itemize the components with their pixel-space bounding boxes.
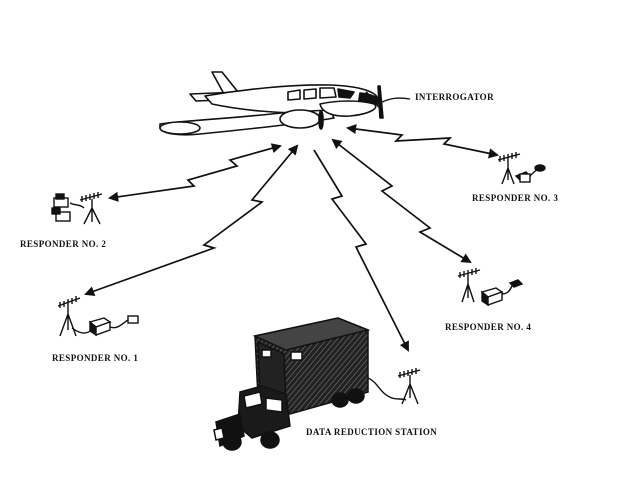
equipment-box-icon	[88, 315, 139, 337]
antenna-icon	[497, 152, 521, 185]
interrogator-leader-line	[379, 97, 411, 104]
signal-link-icon	[107, 143, 282, 202]
responder-1-station	[57, 296, 139, 337]
signal-link-icon	[84, 144, 299, 297]
antenna-icon	[79, 192, 103, 225]
interrogator-label: INTERROGATOR	[415, 92, 494, 102]
antenna-icon	[57, 296, 81, 337]
truck-icon	[213, 317, 371, 451]
signal-link-icon	[345, 123, 499, 159]
responder-2-label: RESPONDER NO. 2	[20, 239, 107, 249]
data-station-antenna	[367, 368, 421, 405]
equipment-box-icon	[51, 193, 71, 222]
responder-1-label: RESPONDER NO. 1	[52, 353, 139, 363]
antenna-icon	[397, 368, 421, 405]
antenna-icon	[457, 268, 481, 303]
equipment-box-icon	[514, 164, 546, 183]
data-reduction-station-label: DATA REDUCTION STATION	[306, 427, 438, 437]
responder-3-label: RESPONDER NO. 3	[472, 193, 559, 203]
aircraft-icon	[159, 71, 384, 136]
responder-3-station	[497, 152, 546, 185]
responder-4-station	[457, 268, 524, 307]
equipment-box-icon	[480, 279, 524, 307]
signal-links	[84, 123, 499, 352]
responder-4-label: RESPONDER NO. 4	[445, 322, 532, 332]
signal-link-icon	[331, 138, 472, 264]
responder-2-station	[51, 192, 103, 225]
